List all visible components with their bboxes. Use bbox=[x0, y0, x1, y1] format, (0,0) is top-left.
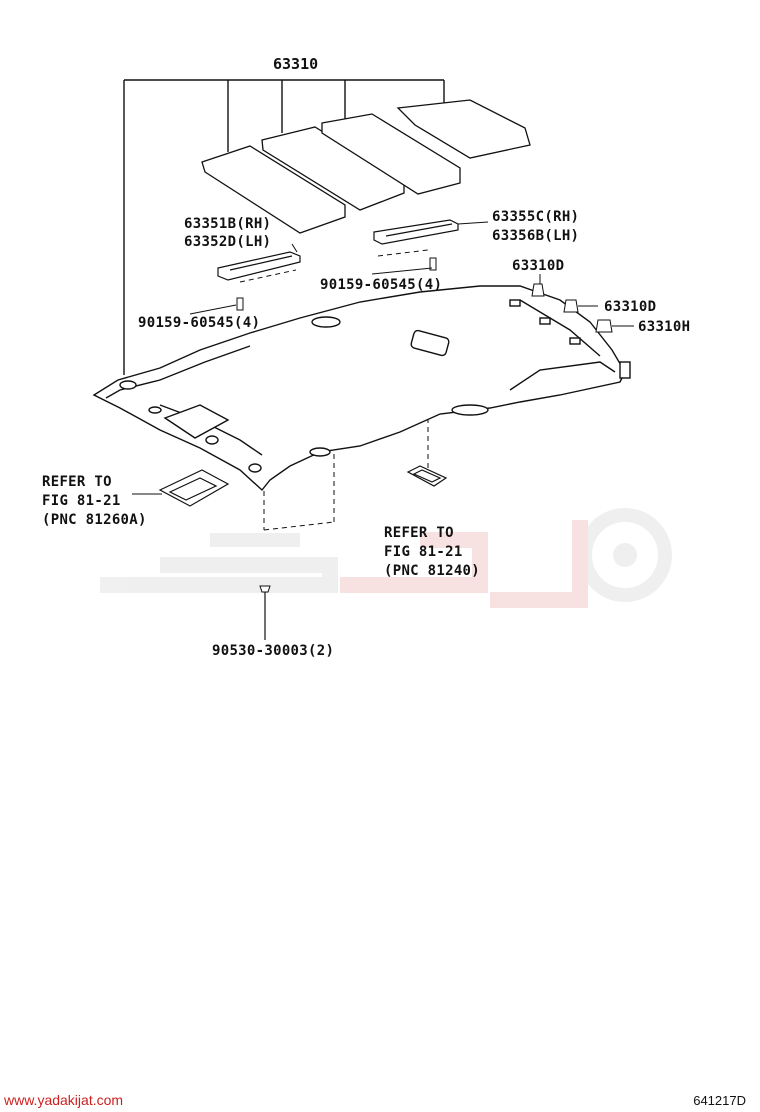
clip-bottom bbox=[259, 585, 271, 640]
clip-63310d-2 bbox=[563, 299, 598, 313]
clip-63310d-1 bbox=[531, 274, 545, 297]
label-clip-d2: 63310D bbox=[604, 299, 656, 315]
screw-upper bbox=[371, 257, 437, 275]
label-ref-right-3: (PNC 81240) bbox=[384, 563, 480, 579]
label-ref-left-1: REFER TO bbox=[42, 474, 112, 490]
watermark-logo bbox=[100, 508, 672, 608]
insulation-pad-4 bbox=[396, 99, 531, 159]
ref-part-right bbox=[406, 465, 448, 487]
label-right-visor-rh: 63355C(RH) bbox=[492, 209, 579, 225]
sunroof-opening bbox=[410, 329, 450, 357]
ref-part-left bbox=[158, 469, 230, 507]
leader-right-visor bbox=[457, 221, 489, 225]
label-clip-h: 63310H bbox=[638, 319, 690, 335]
label-left-visor-rh: 63351B(RH) bbox=[184, 216, 271, 232]
screw-left bbox=[189, 297, 244, 315]
diagram-code: 641217D bbox=[693, 1093, 746, 1108]
headliner-panel bbox=[92, 285, 631, 492]
label-ref-left-2: FIG 81-21 bbox=[42, 493, 121, 509]
insulation-pad-2 bbox=[261, 126, 405, 211]
label-left-visor-lh: 63352D(LH) bbox=[184, 234, 271, 250]
label-ref-right-2: FIG 81-21 bbox=[384, 544, 463, 560]
label-screw-left: 90159-60545(4) bbox=[138, 315, 260, 331]
leader-left-visor bbox=[291, 243, 298, 253]
insulation-pads bbox=[201, 99, 531, 234]
label-clip-bottom: 90530-30003(2) bbox=[212, 643, 334, 659]
label-clip-d1: 63310D bbox=[512, 258, 564, 274]
main-part-bracket bbox=[123, 79, 445, 375]
label-ref-left-3: (PNC 81260A) bbox=[42, 512, 147, 528]
clip-63310h bbox=[595, 319, 634, 333]
watermark-site-url: www.yadakijat.com bbox=[4, 1092, 124, 1108]
right-visor-holder bbox=[373, 219, 459, 245]
insulation-pad-3 bbox=[321, 113, 461, 195]
label-main-part: 63310 bbox=[273, 55, 318, 73]
label-screw-upper: 90159-60545(4) bbox=[320, 277, 442, 293]
label-ref-right-1: REFER TO bbox=[384, 525, 454, 541]
label-right-visor-lh: 63356B(LH) bbox=[492, 228, 579, 244]
insulation-pad-1 bbox=[201, 145, 346, 234]
left-visor-holder bbox=[217, 251, 301, 281]
